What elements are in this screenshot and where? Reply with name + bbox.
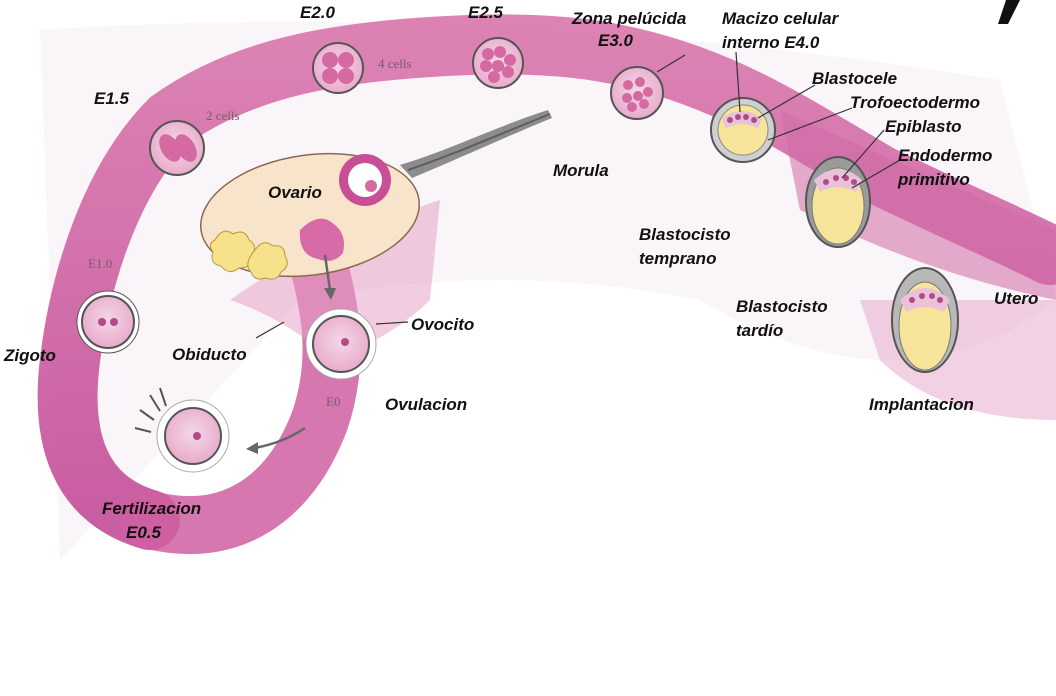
label-trofoectodermo: Trofoectodermo: [850, 93, 980, 112]
label-endodermo: Endodermo: [898, 146, 992, 165]
four-cell-embryo-icon: [312, 42, 364, 94]
cropped-glyph-mark: [998, 0, 1020, 24]
label-blastocele: Blastocele: [812, 69, 897, 88]
morula-icon: [610, 66, 664, 120]
two-cell-embryo-icon: [149, 120, 205, 176]
fertilization-icon: [134, 387, 230, 473]
late-blastocyst-icon: [805, 156, 871, 248]
label-zona-pelucida: Zona pelúcida: [571, 9, 686, 28]
label-e0: E0: [326, 394, 340, 409]
label-macizo-celular: Macizo celular: [722, 9, 840, 28]
oocyte-icon: [305, 308, 377, 380]
label-ovulacion: Ovulacion: [385, 395, 467, 414]
label-blastocisto-tardio-2: tardío: [736, 321, 783, 340]
ovarian-ligament-edge: [407, 113, 551, 171]
implanting-blastocyst-icon: [891, 267, 959, 373]
label-implantacion: Implantacion: [869, 395, 974, 414]
follicle-icon: [339, 154, 391, 206]
leader-lines: [255, 51, 901, 339]
label-blastocisto-tardio-1: Blastocisto: [736, 297, 828, 316]
label-utero: Utero: [994, 289, 1038, 308]
label-4-cells: 4 cells: [378, 56, 412, 71]
eight-cell-embryo-icon: [472, 37, 524, 89]
label-morula: Morula: [553, 161, 609, 180]
early-blastocyst-icon: [710, 97, 776, 163]
ruptured-follicle: [299, 218, 344, 261]
corpus-luteum-icon: [209, 230, 288, 280]
ovulation-arrowhead: [324, 288, 336, 300]
label-obiducto: Obiducto: [172, 345, 247, 364]
label-blastocisto-temprano-2: temprano: [639, 249, 716, 268]
label-e05: E0.5: [126, 523, 162, 542]
label-e30: E3.0: [598, 31, 634, 50]
label-ovocito: Ovocito: [411, 315, 474, 334]
label-2-cells: 2 cells: [206, 108, 240, 123]
label-e20: E2.0: [300, 3, 336, 22]
zygote-icon: [76, 290, 140, 354]
label-primitivo: primitivo: [897, 170, 970, 189]
label-epiblasto: Epiblasto: [885, 117, 962, 136]
movement-arrowhead: [246, 442, 258, 454]
uterus-region: [780, 110, 1056, 300]
label-e25: E2.5: [468, 3, 504, 22]
label-e15: E1.5: [94, 89, 130, 108]
label-blastocisto-temprano-1: Blastocisto: [639, 225, 731, 244]
label-e10: E1.0: [88, 256, 112, 271]
label-fertilizacion: Fertilizacion: [102, 499, 201, 518]
movement-arrow: [254, 426, 306, 450]
ovulation-arrow: [323, 254, 332, 291]
label-zigoto: Zigoto: [3, 346, 56, 365]
label-interno-e40: interno E4.0: [722, 33, 820, 52]
label-ovario: Ovario: [268, 183, 322, 202]
